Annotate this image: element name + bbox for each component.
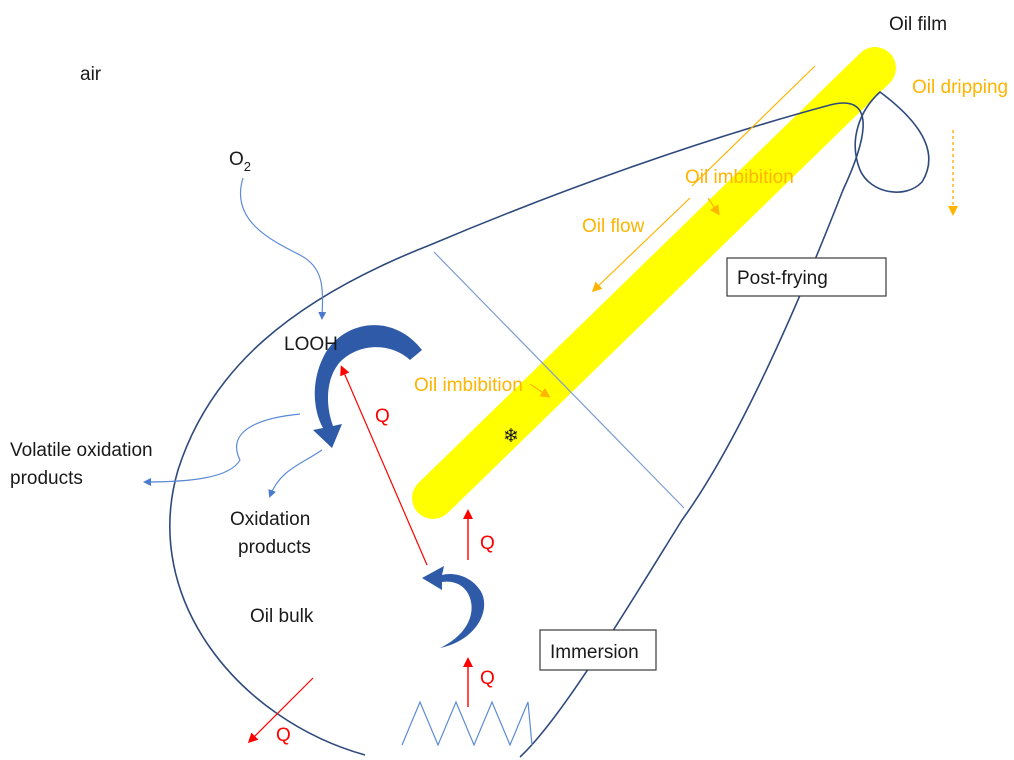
immersion-box bbox=[539, 629, 657, 671]
o2-main: O bbox=[229, 149, 244, 170]
oxidation-products-label-line1: Oxidation bbox=[230, 509, 310, 530]
o2-label: O2 bbox=[229, 149, 251, 174]
oil-flow-label: Oil flow bbox=[582, 216, 645, 237]
volatile-products-label-line2: products bbox=[10, 468, 83, 489]
oil-imbibition-mid-label: Oil imbibition bbox=[414, 375, 523, 396]
q-heat-food-label: Q bbox=[480, 533, 495, 554]
snowflake-icon: ❄ bbox=[503, 426, 519, 447]
q-heat-source-label: Q bbox=[480, 668, 495, 689]
heat-upper-arrow bbox=[340, 365, 428, 566]
oil-container-outline bbox=[169, 102, 864, 758]
oil-bulk-label: Oil bulk bbox=[250, 606, 314, 627]
oxidation-products-arrow bbox=[268, 449, 323, 498]
oil-dripping-label: Oil dripping bbox=[912, 77, 1008, 98]
oil-imbibition-top-arrow bbox=[707, 197, 720, 216]
heat-loss-arrow bbox=[247, 677, 314, 744]
post-frying-label: Post-frying bbox=[737, 268, 828, 289]
volatile-products-arrow bbox=[143, 413, 301, 486]
air-label: air bbox=[80, 64, 102, 85]
oil-flow-up-line bbox=[691, 65, 816, 187]
oxygen-arrow bbox=[240, 177, 327, 320]
oil-imbibition-top-label: Oil imbibition bbox=[685, 167, 794, 188]
divider-diagonal bbox=[433, 251, 685, 509]
bulk-cycle-arrow bbox=[422, 566, 485, 648]
oxidation-products-label-line2: products bbox=[238, 537, 311, 558]
post-frying-box bbox=[726, 257, 887, 297]
oil-film-label: Oil film bbox=[889, 14, 947, 35]
q-heat-upper-label: Q bbox=[375, 406, 390, 427]
oil-droplet bbox=[854, 90, 930, 193]
oil-flow-arrow bbox=[591, 197, 691, 293]
food-strip bbox=[412, 47, 896, 519]
looh-label: LOOH bbox=[284, 334, 338, 355]
o2-sub: 2 bbox=[244, 159, 251, 174]
volatile-products-label-line1: Volatile oxidation bbox=[10, 440, 153, 461]
oil-imbibition-mid-arrow bbox=[529, 383, 551, 398]
q-heat-loss-label: Q bbox=[276, 725, 291, 746]
heat-source-zigzag bbox=[401, 700, 533, 747]
immersion-label: Immersion bbox=[550, 642, 639, 663]
looh-cycle-arrow bbox=[313, 325, 422, 448]
